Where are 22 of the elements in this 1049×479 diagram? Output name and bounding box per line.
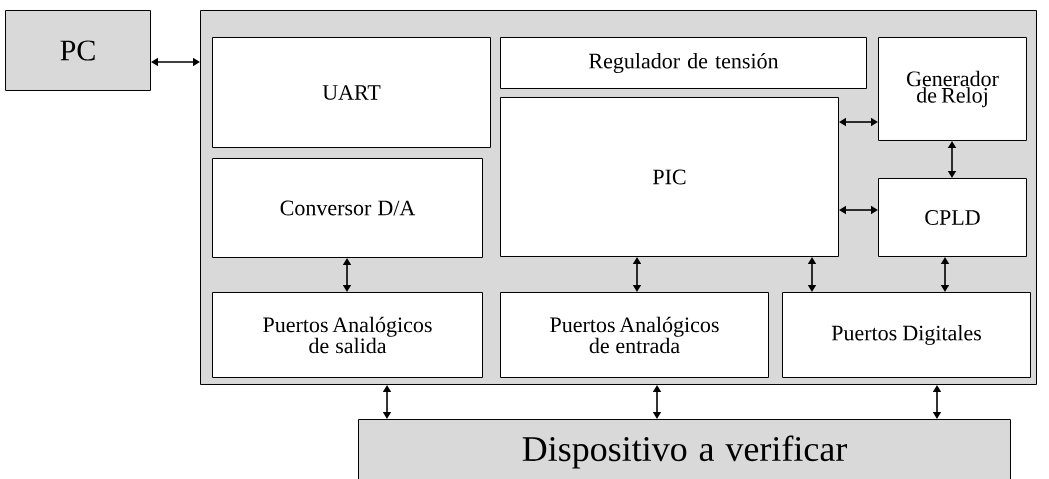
port-box: Puertos Analógicos de salida xyxy=(212,292,483,378)
arrow xyxy=(382,385,392,419)
arrow xyxy=(947,141,957,178)
arrow xyxy=(940,257,950,292)
device-box: Dispositivo a verificar xyxy=(358,419,1011,479)
arrow xyxy=(632,257,642,292)
module-box: Conversor D/A xyxy=(212,158,483,258)
arrow xyxy=(839,117,878,127)
arrow xyxy=(652,385,662,419)
port-box: Puertos Digitales xyxy=(782,292,1031,378)
port-box: Puertos Analógicos de entrada xyxy=(500,292,769,378)
arrow xyxy=(807,257,817,292)
module-box: UART xyxy=(212,37,491,148)
arrow xyxy=(342,258,352,292)
module-box: CPLD xyxy=(878,178,1027,257)
module-box: Generador de Reloj xyxy=(878,37,1027,141)
arrow xyxy=(151,57,200,67)
arrow xyxy=(839,205,878,215)
pc-box: PC xyxy=(5,10,151,91)
module-box: Regulador de tensión xyxy=(500,37,867,89)
module-box: PIC xyxy=(500,97,839,257)
arrow xyxy=(932,385,942,419)
